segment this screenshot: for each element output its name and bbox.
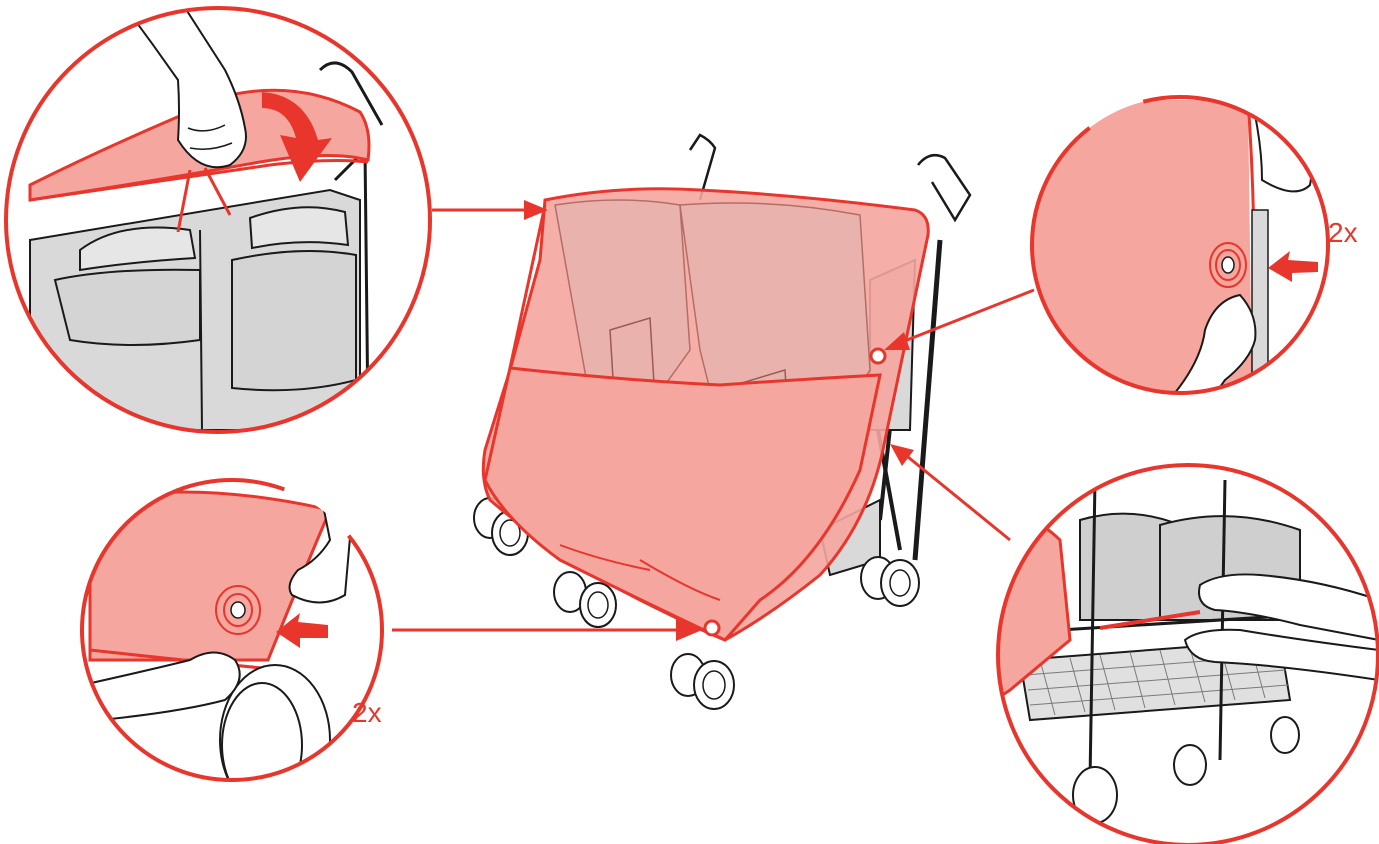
count-label-left: 2x bbox=[352, 697, 382, 728]
press-stud-icon bbox=[705, 621, 719, 635]
press-stud-icon bbox=[1210, 243, 1246, 287]
count-label-right: 2x bbox=[1328, 217, 1358, 248]
wheel bbox=[861, 557, 919, 606]
detail-circle-top-left bbox=[0, 0, 440, 440]
detail-circle-bottom-right bbox=[995, 462, 1379, 844]
detail-circle-top-right bbox=[1030, 80, 1330, 415]
wheel bbox=[671, 654, 734, 709]
main-stroller-illustration bbox=[474, 135, 970, 709]
detail-circle-bottom-left bbox=[60, 480, 390, 815]
press-stud-icon bbox=[871, 349, 885, 363]
